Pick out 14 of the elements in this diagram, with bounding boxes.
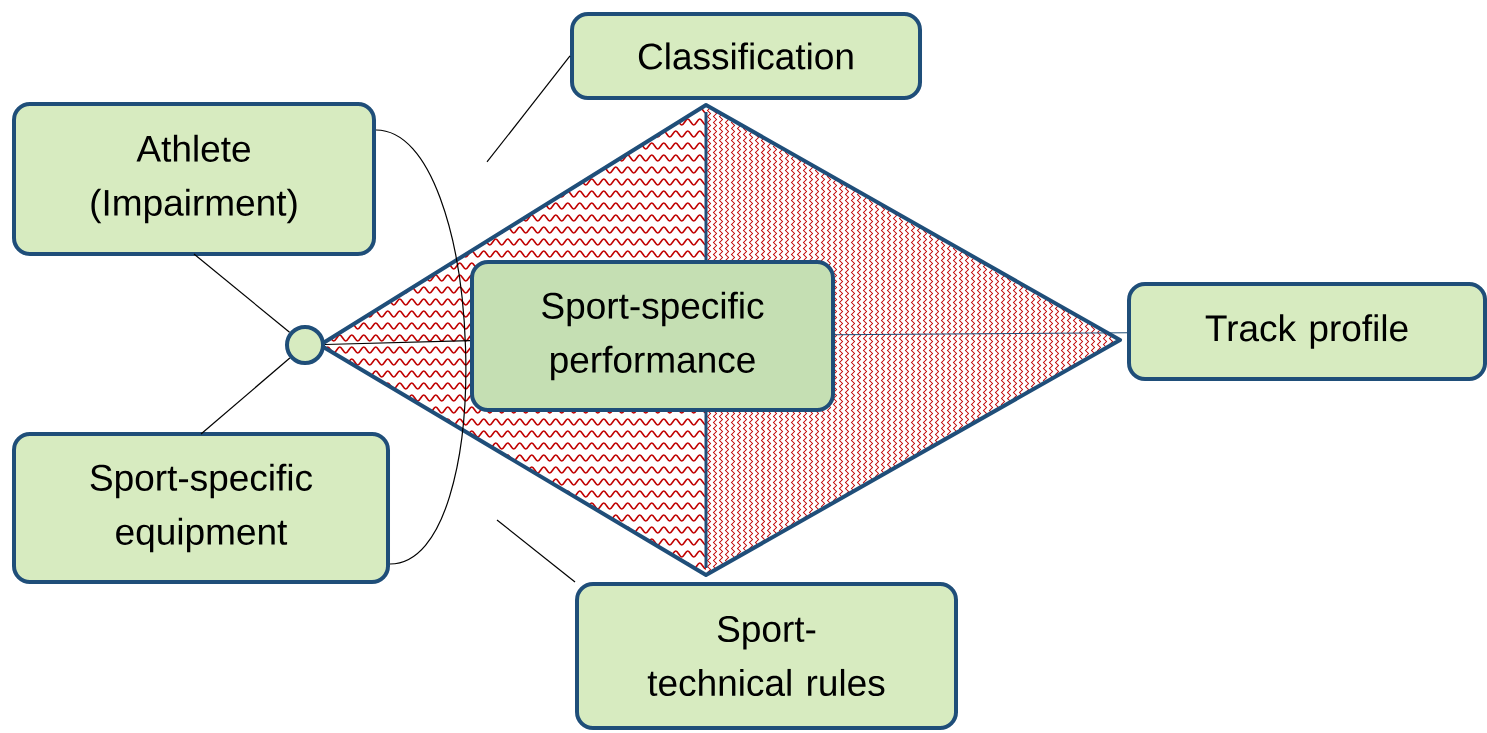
connector-line	[193, 253, 291, 333]
process-box: Sport-specific equipment	[12, 432, 390, 584]
process-box: Sport-specific performance	[470, 260, 835, 412]
process-box: Classification	[570, 12, 922, 100]
process-box: Sport-technical rules	[575, 582, 958, 730]
connector-line	[200, 357, 291, 435]
connector-line	[834, 332, 1128, 336]
connector-line	[375, 129, 467, 565]
connector-line	[486, 55, 571, 163]
process-box: Track profile	[1127, 282, 1487, 381]
connector-line	[324, 340, 471, 346]
junction-circle	[285, 325, 325, 365]
process-box: Athlete (Impairment)	[12, 102, 376, 256]
connector-line	[496, 519, 576, 583]
